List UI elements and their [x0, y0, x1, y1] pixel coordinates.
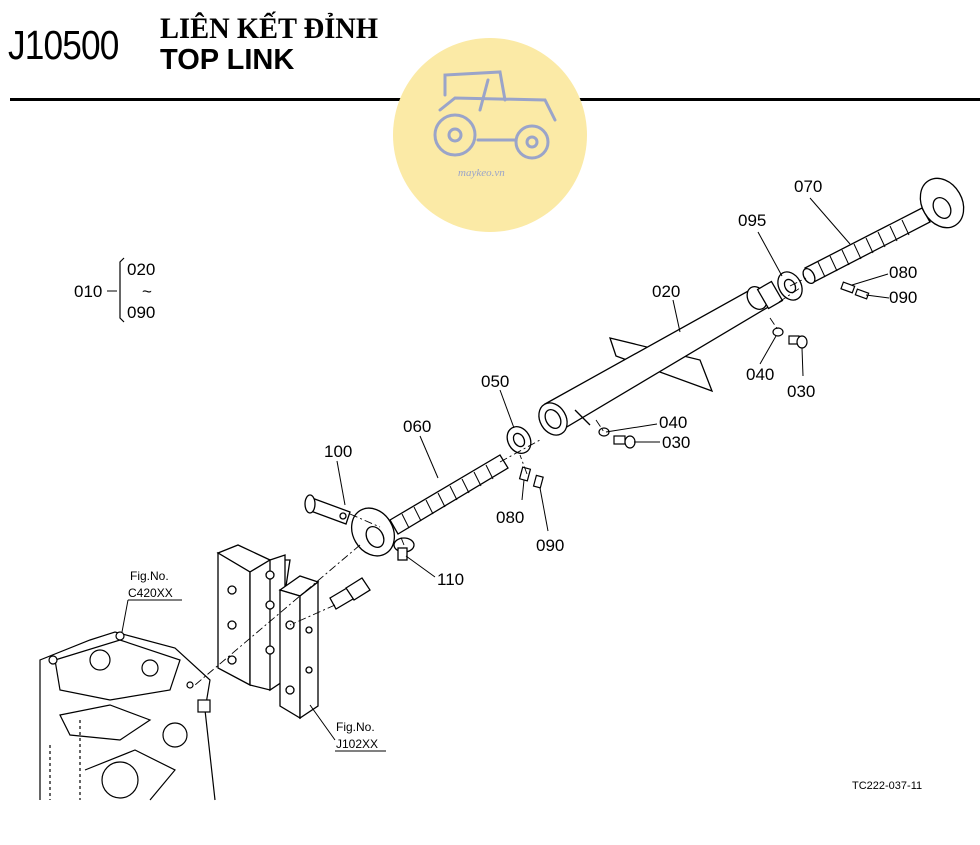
watermark-text: maykeo.vn — [458, 167, 505, 179]
label-030-right: 030 — [787, 382, 815, 401]
set-screw-left — [518, 466, 544, 489]
title-vietnamese: LIÊN KẾT ĐỈNH — [160, 12, 379, 45]
drawing-number: TC222-037-11 — [852, 780, 922, 792]
leader-lines — [121, 197, 890, 741]
title-english: TOP LINK — [160, 44, 295, 76]
label-050: 050 — [481, 372, 509, 391]
label-090-right: 090 — [889, 288, 917, 307]
mounting-bolt — [329, 577, 371, 610]
fig-ref-label: Fig.No. — [130, 569, 169, 583]
fig-ref-label: Fig.No. — [336, 720, 375, 734]
range-end: 090 — [127, 303, 155, 322]
part-labels: 070 095 080 090 020 040 030 050 040 030 … — [324, 177, 917, 589]
set-screw-right — [840, 281, 870, 300]
mounting-brackets — [216, 544, 320, 720]
label-110: 110 — [437, 570, 464, 589]
figure-ref-j102: Fig.No. J102XX — [335, 720, 386, 752]
screw-right — [772, 327, 808, 349]
range-start: 020 — [127, 260, 155, 279]
label-030-left: 030 — [662, 433, 690, 452]
label-080-right: 080 — [889, 263, 917, 282]
range-separator: ~ — [142, 282, 152, 301]
fig-ref-code: C420XX — [128, 586, 173, 600]
label-060: 060 — [403, 417, 431, 436]
label-040-left: 040 — [659, 413, 687, 432]
transmission-housing — [39, 631, 216, 801]
label-020: 020 — [652, 282, 680, 301]
assembly-lines — [194, 277, 807, 686]
fig-ref-code: J102XX — [336, 737, 378, 751]
screw-left — [598, 427, 636, 449]
top-link-tube — [538, 280, 784, 436]
clip-110 — [393, 537, 415, 561]
pin-100 — [304, 494, 351, 525]
nut-050 — [506, 426, 532, 454]
label-095: 095 — [738, 211, 766, 230]
watermark-circle — [393, 38, 587, 232]
figure-ref-c420: Fig.No. C420XX — [128, 569, 182, 601]
assembly-range: 010 020 ~ 090 — [74, 257, 155, 323]
label-080-left: 080 — [496, 508, 524, 527]
label-090-left: 090 — [536, 536, 564, 555]
tractor-icon — [433, 70, 557, 160]
threaded-rod-070 — [802, 177, 965, 285]
part-group-code: J10500 — [8, 22, 119, 68]
label-070: 070 — [794, 177, 822, 196]
label-040-right: 040 — [746, 365, 774, 384]
threaded-rod-060 — [350, 454, 509, 557]
watermark: maykeo.vn — [393, 38, 587, 232]
label-100: 100 — [324, 442, 352, 461]
assembly-code: 010 — [74, 282, 102, 301]
